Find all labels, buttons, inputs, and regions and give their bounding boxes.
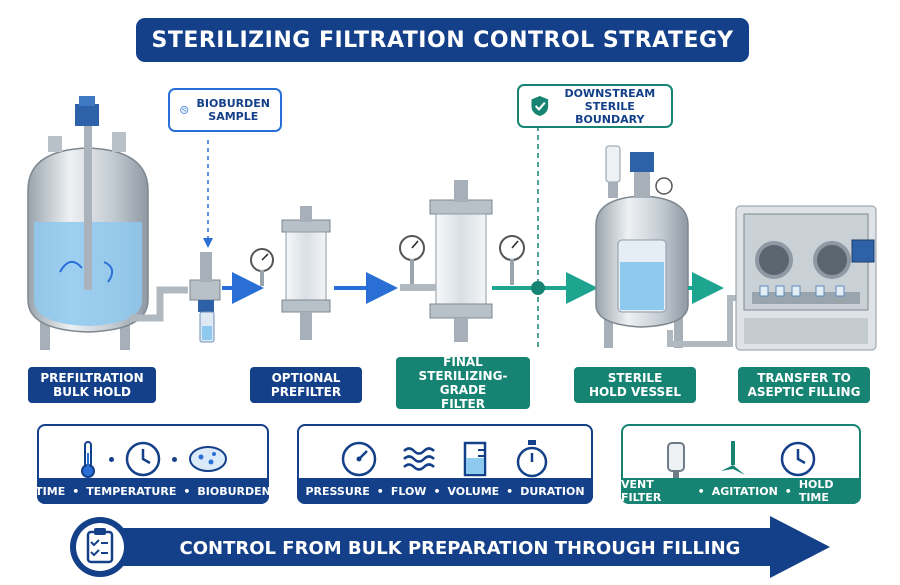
separator-dot: • xyxy=(376,484,384,498)
stage-label-line: PREFILTER xyxy=(270,385,342,399)
petri-dish-icon xyxy=(189,446,227,472)
aseptic-filling-isolator xyxy=(735,205,877,351)
thermometer-icon xyxy=(81,441,95,478)
bulk-hold-tank xyxy=(27,96,149,350)
beaker-icon xyxy=(463,441,487,477)
bulk-hold-controls-panel: TIME • TEMPERATURE • BIOBURDEN xyxy=(35,424,271,504)
clipboard-checklist-icon xyxy=(86,528,114,564)
separator-dot: • xyxy=(433,484,441,498)
callout-line: SAMPLE xyxy=(208,110,259,123)
stage-label-line: ASEPTIC FILLING xyxy=(747,385,861,399)
separator-dot: • xyxy=(697,484,705,498)
separator-dot: • xyxy=(784,484,792,498)
footer-banner-text: CONTROL FROM BULK PREPARATION THROUGH FI… xyxy=(179,537,741,559)
bioburden-sample-callout: BIOBURDEN SAMPLE xyxy=(168,88,282,132)
callout-line: DOWNSTREAM xyxy=(564,86,656,100)
vent-filter-icon xyxy=(667,442,685,478)
sample-valve xyxy=(189,252,221,343)
sterile-hold-vessel xyxy=(595,145,689,348)
control-item-label: DURATION xyxy=(520,484,585,498)
separator-dot: • xyxy=(72,484,80,498)
stage-label-final-filter: FINAL STERILIZING-GRADE FILTER xyxy=(396,355,530,411)
agitator-icon xyxy=(721,441,745,475)
control-item-label: TIME xyxy=(35,484,66,498)
pressure-gauge-icon xyxy=(341,441,377,477)
callout-line: BIOBURDEN xyxy=(196,97,270,110)
stage-label-line: FINAL xyxy=(443,355,483,369)
control-item-label: PRESSURE xyxy=(305,484,370,498)
stage-label-optional-prefilter: OPTIONAL PREFILTER xyxy=(250,367,362,403)
stage-label-line: STERILE xyxy=(607,371,663,385)
petri-dish-icon xyxy=(180,106,189,114)
shield-check-icon xyxy=(531,96,549,116)
separator-dot: • xyxy=(183,484,191,498)
stage-label-line: PREFILTRATION xyxy=(40,371,144,385)
control-item-label: AGITATION xyxy=(711,484,778,498)
control-item-label: HOLD TIME xyxy=(798,478,834,504)
control-item-label: FLOW xyxy=(390,484,427,498)
prefilter-housing xyxy=(250,206,331,340)
process-illustration xyxy=(27,96,877,351)
page-title: STERILIZING FILTRATION CONTROL STRATEGY xyxy=(136,18,749,62)
stage-label-sterile-hold-vessel: STERILE HOLD VESSEL xyxy=(574,367,696,403)
clock-icon xyxy=(125,441,161,477)
control-item-label: TEMPERATURE xyxy=(86,484,177,498)
stage-label-line: STERILIZING-GRADE xyxy=(418,369,508,397)
separator-dot: • xyxy=(506,484,514,498)
stage-label-line: BULK HOLD xyxy=(53,385,131,399)
flow-waves-icon xyxy=(403,447,435,471)
stage-label-line: TRANSFER TO xyxy=(757,371,851,385)
stopwatch-icon xyxy=(516,440,548,478)
stage-label-line: OPTIONAL xyxy=(271,371,341,385)
bulk-to-filling-arrow xyxy=(70,516,830,578)
stage-label-line: FILTER xyxy=(441,397,485,411)
clock-icon xyxy=(780,441,816,477)
stage-label-line: HOLD VESSEL xyxy=(588,385,682,399)
sterile-boundary-callout: DOWNSTREAM STERILE BOUNDARY xyxy=(517,84,673,128)
stage-label-prefiltration-bulk-hold: PREFILTRATION BULK HOLD xyxy=(28,367,156,403)
control-item-label: BIOBURDEN xyxy=(197,484,271,498)
sterile-hold-controls-panel: VENT FILTER • AGITATION • HOLD TIME xyxy=(621,424,861,504)
final-filter-housing xyxy=(399,180,525,342)
control-item-label: VENT FILTER xyxy=(621,478,662,504)
control-item-label: VOLUME xyxy=(447,484,500,498)
stage-label-aseptic-filling: TRANSFER TO ASEPTIC FILLING xyxy=(738,367,870,403)
callout-line: STERILE BOUNDARY xyxy=(575,99,645,126)
filtration-controls-panel: PRESSURE • FLOW • VOLUME • DURATION xyxy=(297,424,593,504)
